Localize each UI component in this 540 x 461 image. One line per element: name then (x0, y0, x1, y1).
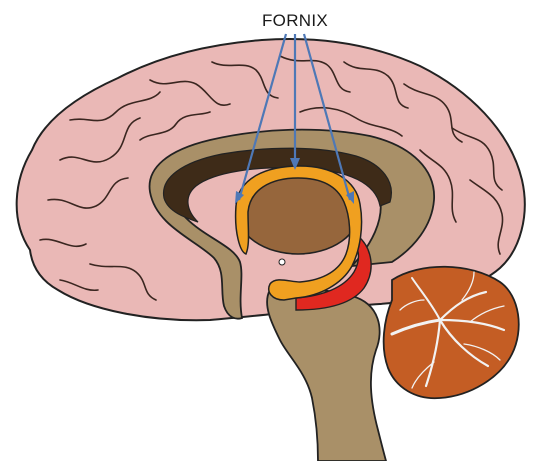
arbor-vitae (390, 271, 506, 389)
arrowhead-left (235, 191, 244, 204)
pointer-arrows (237, 33, 352, 201)
arrowheads (235, 158, 354, 204)
brainstem (266, 287, 387, 461)
cerebellum (382, 265, 520, 400)
gyri-lines (39, 55, 504, 301)
arrow-left (237, 33, 288, 201)
fornix (234, 165, 363, 301)
arrowhead-middle (290, 158, 300, 170)
arrowhead-right (346, 191, 354, 204)
fornix-label: FORNIX (262, 11, 328, 30)
anterior-commissure-dot (278, 258, 286, 266)
lateral-ventricle (162, 147, 392, 223)
arrow-right (302, 33, 352, 201)
